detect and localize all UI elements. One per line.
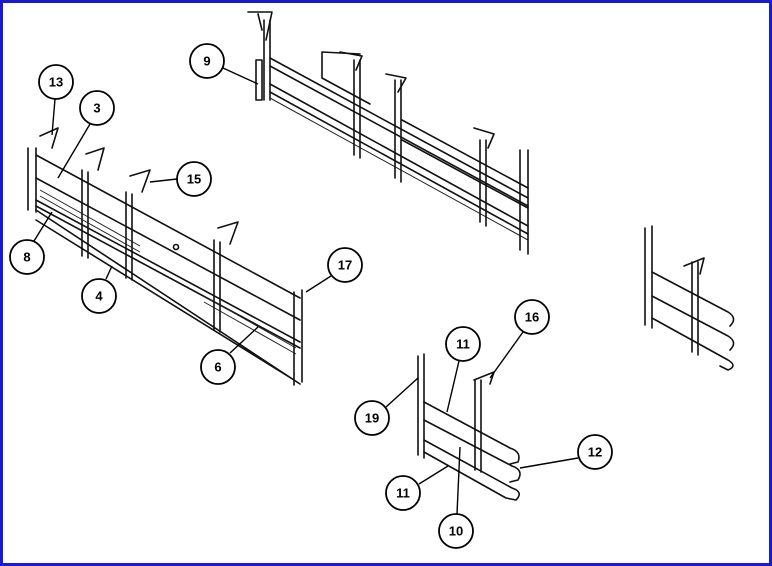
callout-12: 12	[519, 434, 613, 470]
rear-panel	[247, 11, 529, 255]
side-panel-right	[644, 225, 735, 371]
svg-text:11: 11	[396, 486, 410, 501]
callout-9: 9	[189, 43, 259, 85]
svg-text:15: 15	[187, 172, 201, 187]
svg-text:6: 6	[214, 360, 221, 375]
callout-8: 8	[9, 211, 53, 275]
svg-text:13: 13	[49, 75, 63, 90]
svg-text:16: 16	[525, 310, 539, 325]
callout-11-top: 11	[445, 326, 481, 413]
svg-text:3: 3	[93, 101, 100, 116]
parts-diagram: 13 3 15 8 4 17 6 9 16 11 19 12 11 10	[9, 11, 735, 549]
svg-text:8: 8	[23, 250, 30, 265]
callout-16: 16	[489, 299, 550, 379]
svg-text:9: 9	[203, 54, 210, 69]
side-panel-middle	[417, 353, 521, 501]
callout-19: 19	[354, 377, 419, 436]
callout-13: 13	[38, 64, 74, 136]
svg-text:11: 11	[456, 337, 470, 352]
svg-text:19: 19	[365, 411, 379, 426]
callout-10: 10	[438, 446, 474, 549]
svg-text:10: 10	[449, 524, 463, 539]
callout-4: 4	[81, 265, 117, 314]
svg-text:4: 4	[95, 289, 103, 304]
callout-11-bottom: 11	[385, 465, 449, 511]
front-panel	[27, 127, 303, 386]
callout-17: 17	[305, 247, 363, 293]
svg-text:12: 12	[588, 445, 602, 460]
callout-15: 15	[149, 161, 212, 197]
callout-6: 6	[200, 326, 259, 385]
svg-text:17: 17	[338, 258, 352, 273]
callout-3: 3	[57, 90, 115, 179]
